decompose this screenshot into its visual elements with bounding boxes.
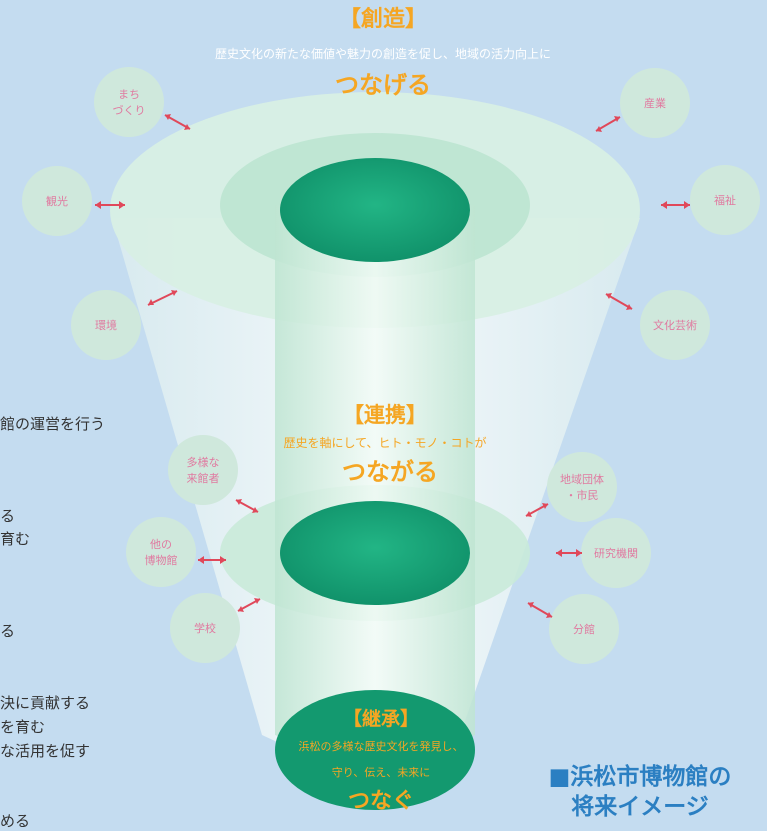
arrow-bunka-geijutsu (605, 293, 633, 310)
top-node-fukushi-label: 福祉 (714, 193, 736, 207)
top-node-sangyo-label: 産業 (644, 97, 666, 110)
middle-subtitle: 歴史を軸にして、ヒト・モノ・コトが (283, 435, 486, 450)
middle-node-hoka-no-hakubutsukan-line2: 博物館 (145, 553, 178, 567)
middle-keyword: つながる (342, 458, 438, 486)
middle-node-hoka-no-hakubutsukan-line1: 他の (150, 538, 172, 551)
top-node-fukushi: 福祉 (690, 165, 760, 235)
background-text-5: 決に貢献する (0, 694, 91, 712)
top-heading: 【創造】 (339, 7, 427, 32)
top-core (280, 158, 470, 262)
top-node-bunka-geijutsu-label: 文化芸術 (653, 318, 697, 332)
middle-node-hoka-no-hakubutsukan: 他の 博物館 (126, 517, 196, 587)
background-text-4: る (0, 622, 16, 640)
middle-node-kenkyu-kikan: 研究機関 (581, 518, 651, 588)
background-text-1: 館の運営を行う (0, 415, 106, 433)
middle-node-chiiki-dantai-line1: 地域団体 (560, 472, 604, 486)
bottom-core (275, 690, 475, 810)
middle-node-chiiki-dantai-line2: ・市民 (566, 488, 599, 502)
top-node-bunka-geijutsu: 文化芸術 (640, 290, 710, 360)
arrow-heads (95, 114, 690, 618)
bottom-heading: 【継承】 (343, 707, 419, 730)
middle-node-tayona-raikansha-line1: 多様な (187, 455, 220, 469)
bottom-keyword: つなぐ (348, 789, 414, 814)
top-node-machizukuri: まち づくり (94, 67, 164, 137)
top-node-kanko: 観光 (22, 166, 92, 236)
bottom-line2: 守り、伝え、未来に (332, 765, 431, 779)
middle-node-tayona-raikansha-line2: 来館者 (187, 471, 220, 485)
background-text-6: を育む (0, 718, 46, 736)
middle-node-tayona-raikansha: 多様な 来館者 (168, 435, 238, 505)
top-node-kankyo: 環境 (71, 290, 141, 360)
middle-node-gakko-label: 学校 (194, 621, 216, 635)
top-keyword: つなげる (335, 71, 431, 99)
middle-node-bunkan: 分館 (549, 594, 619, 664)
middle-core (280, 501, 470, 605)
caption-line-2: 将来イメージ (571, 794, 709, 820)
background-text-3: 育む (0, 530, 31, 548)
top-node-kankyo-label: 環境 (95, 318, 117, 332)
top-node-sangyo: 産業 (620, 68, 690, 138)
middle-node-chiiki-dantai: 地域団体 ・市民 (547, 452, 617, 522)
middle-heading: 【連携】 (343, 403, 427, 427)
middle-node-bunkan-label: 分館 (573, 622, 595, 636)
middle-node-kenkyu-kikan-label: 研究機関 (594, 546, 638, 560)
figure-caption: ■浜松市博物館の 将来イメージ (515, 762, 765, 822)
caption-line-1: ■浜松市博物館の (548, 764, 732, 790)
top-subtitle: 歴史文化の新たな価値や魅力の創造を促し、地域の活力向上に (215, 46, 551, 61)
bottom-line1: 浜松の多様な歴史文化を発見し、 (299, 739, 464, 753)
background-text-7: な活用を促す (0, 742, 91, 760)
background-text-2: る (0, 507, 16, 525)
inner-cylinder (275, 205, 475, 755)
middle-node-gakko: 学校 (170, 593, 240, 663)
top-node-machizukuri-line2: づくり (113, 104, 146, 117)
top-node-kanko-label: 観光 (46, 194, 68, 208)
top-node-machizukuri-line1: まち (118, 88, 140, 101)
